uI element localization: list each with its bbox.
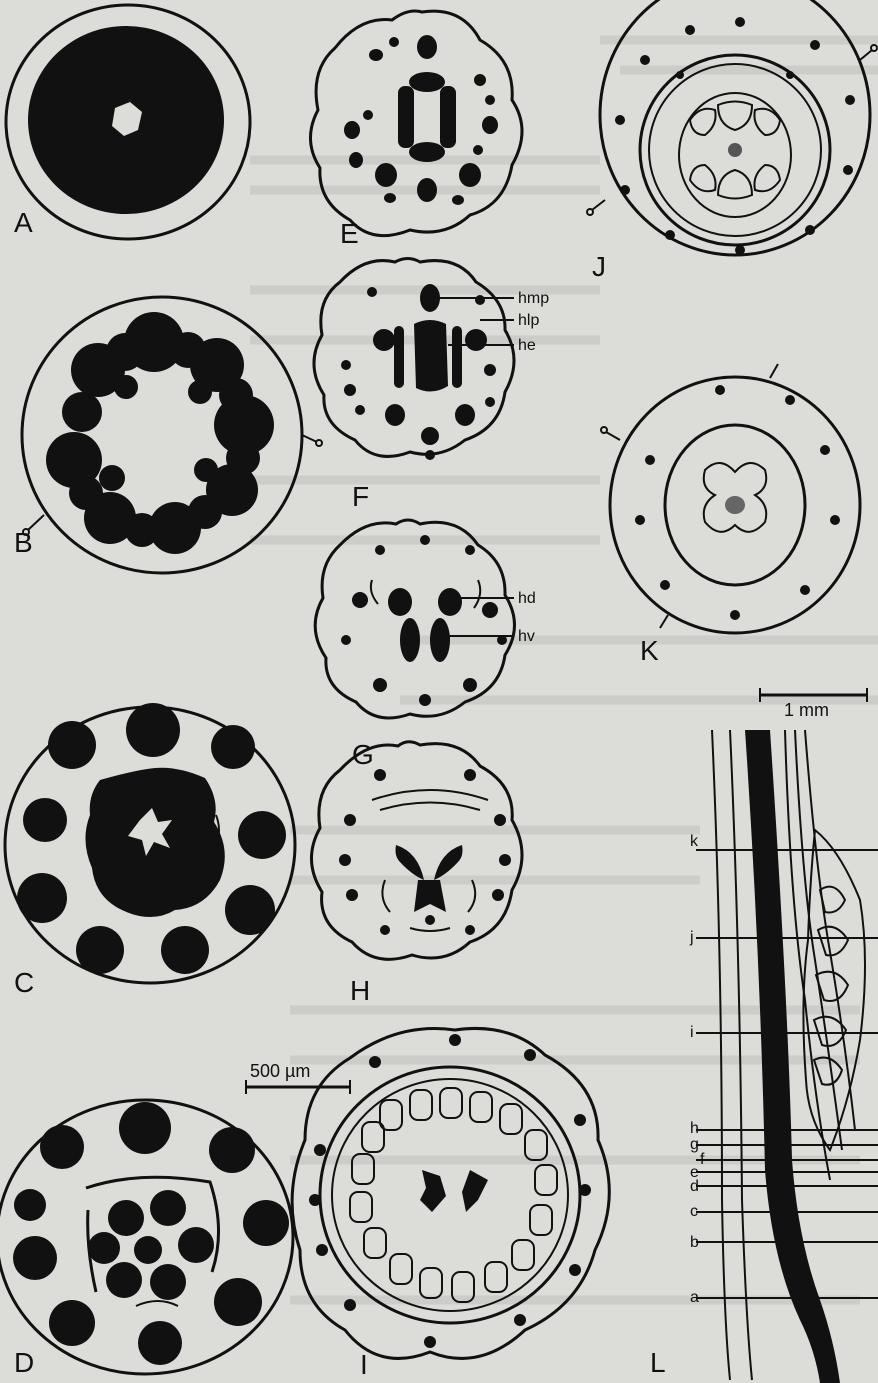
level-label-j: j (689, 929, 694, 946)
panel-label-K: K (640, 635, 659, 666)
panel-label-I: I (360, 1349, 368, 1380)
panel-label-J: J (592, 251, 606, 282)
section-G (315, 520, 514, 718)
level-label-c: c (690, 1203, 698, 1220)
level-label-h: h (690, 1120, 699, 1137)
annotation-hmp: hmp (518, 290, 549, 307)
panel-label-A: A (14, 207, 33, 238)
panel-label-G: G (352, 739, 374, 770)
level-label-i: i (690, 1024, 694, 1041)
panel-label-H: H (350, 975, 370, 1006)
panel-label-F: F (352, 481, 369, 512)
level-label-a: a (690, 1289, 699, 1306)
section-K (601, 364, 860, 633)
section-D (0, 1100, 293, 1374)
scale-bar-500um (246, 1080, 350, 1094)
panel-label-L: L (650, 1347, 666, 1378)
level-label-f: f (700, 1151, 705, 1168)
annotation-hd: hd (518, 590, 536, 607)
section-H (311, 742, 522, 960)
level-label-b: b (690, 1234, 699, 1251)
section-I (292, 1028, 609, 1358)
panel-label-D: D (14, 1347, 34, 1378)
level-label-g: g (690, 1136, 699, 1153)
panel-label-E: E (340, 218, 359, 249)
scale-bar-1mm-label: 1 mm (784, 700, 829, 720)
section-A (6, 5, 250, 239)
section-E (310, 11, 522, 236)
annotation-hlp: hlp (518, 312, 539, 329)
scale-bar-500um-label: 500 µm (250, 1061, 310, 1081)
section-C (5, 703, 295, 983)
panel-label-B: B (14, 527, 33, 558)
level-label-k: k (690, 833, 699, 850)
annotation-hv: hv (518, 628, 535, 645)
annotation-he: he (518, 337, 536, 354)
level-label-d: d (690, 1178, 699, 1195)
panel-label-C: C (14, 967, 34, 998)
